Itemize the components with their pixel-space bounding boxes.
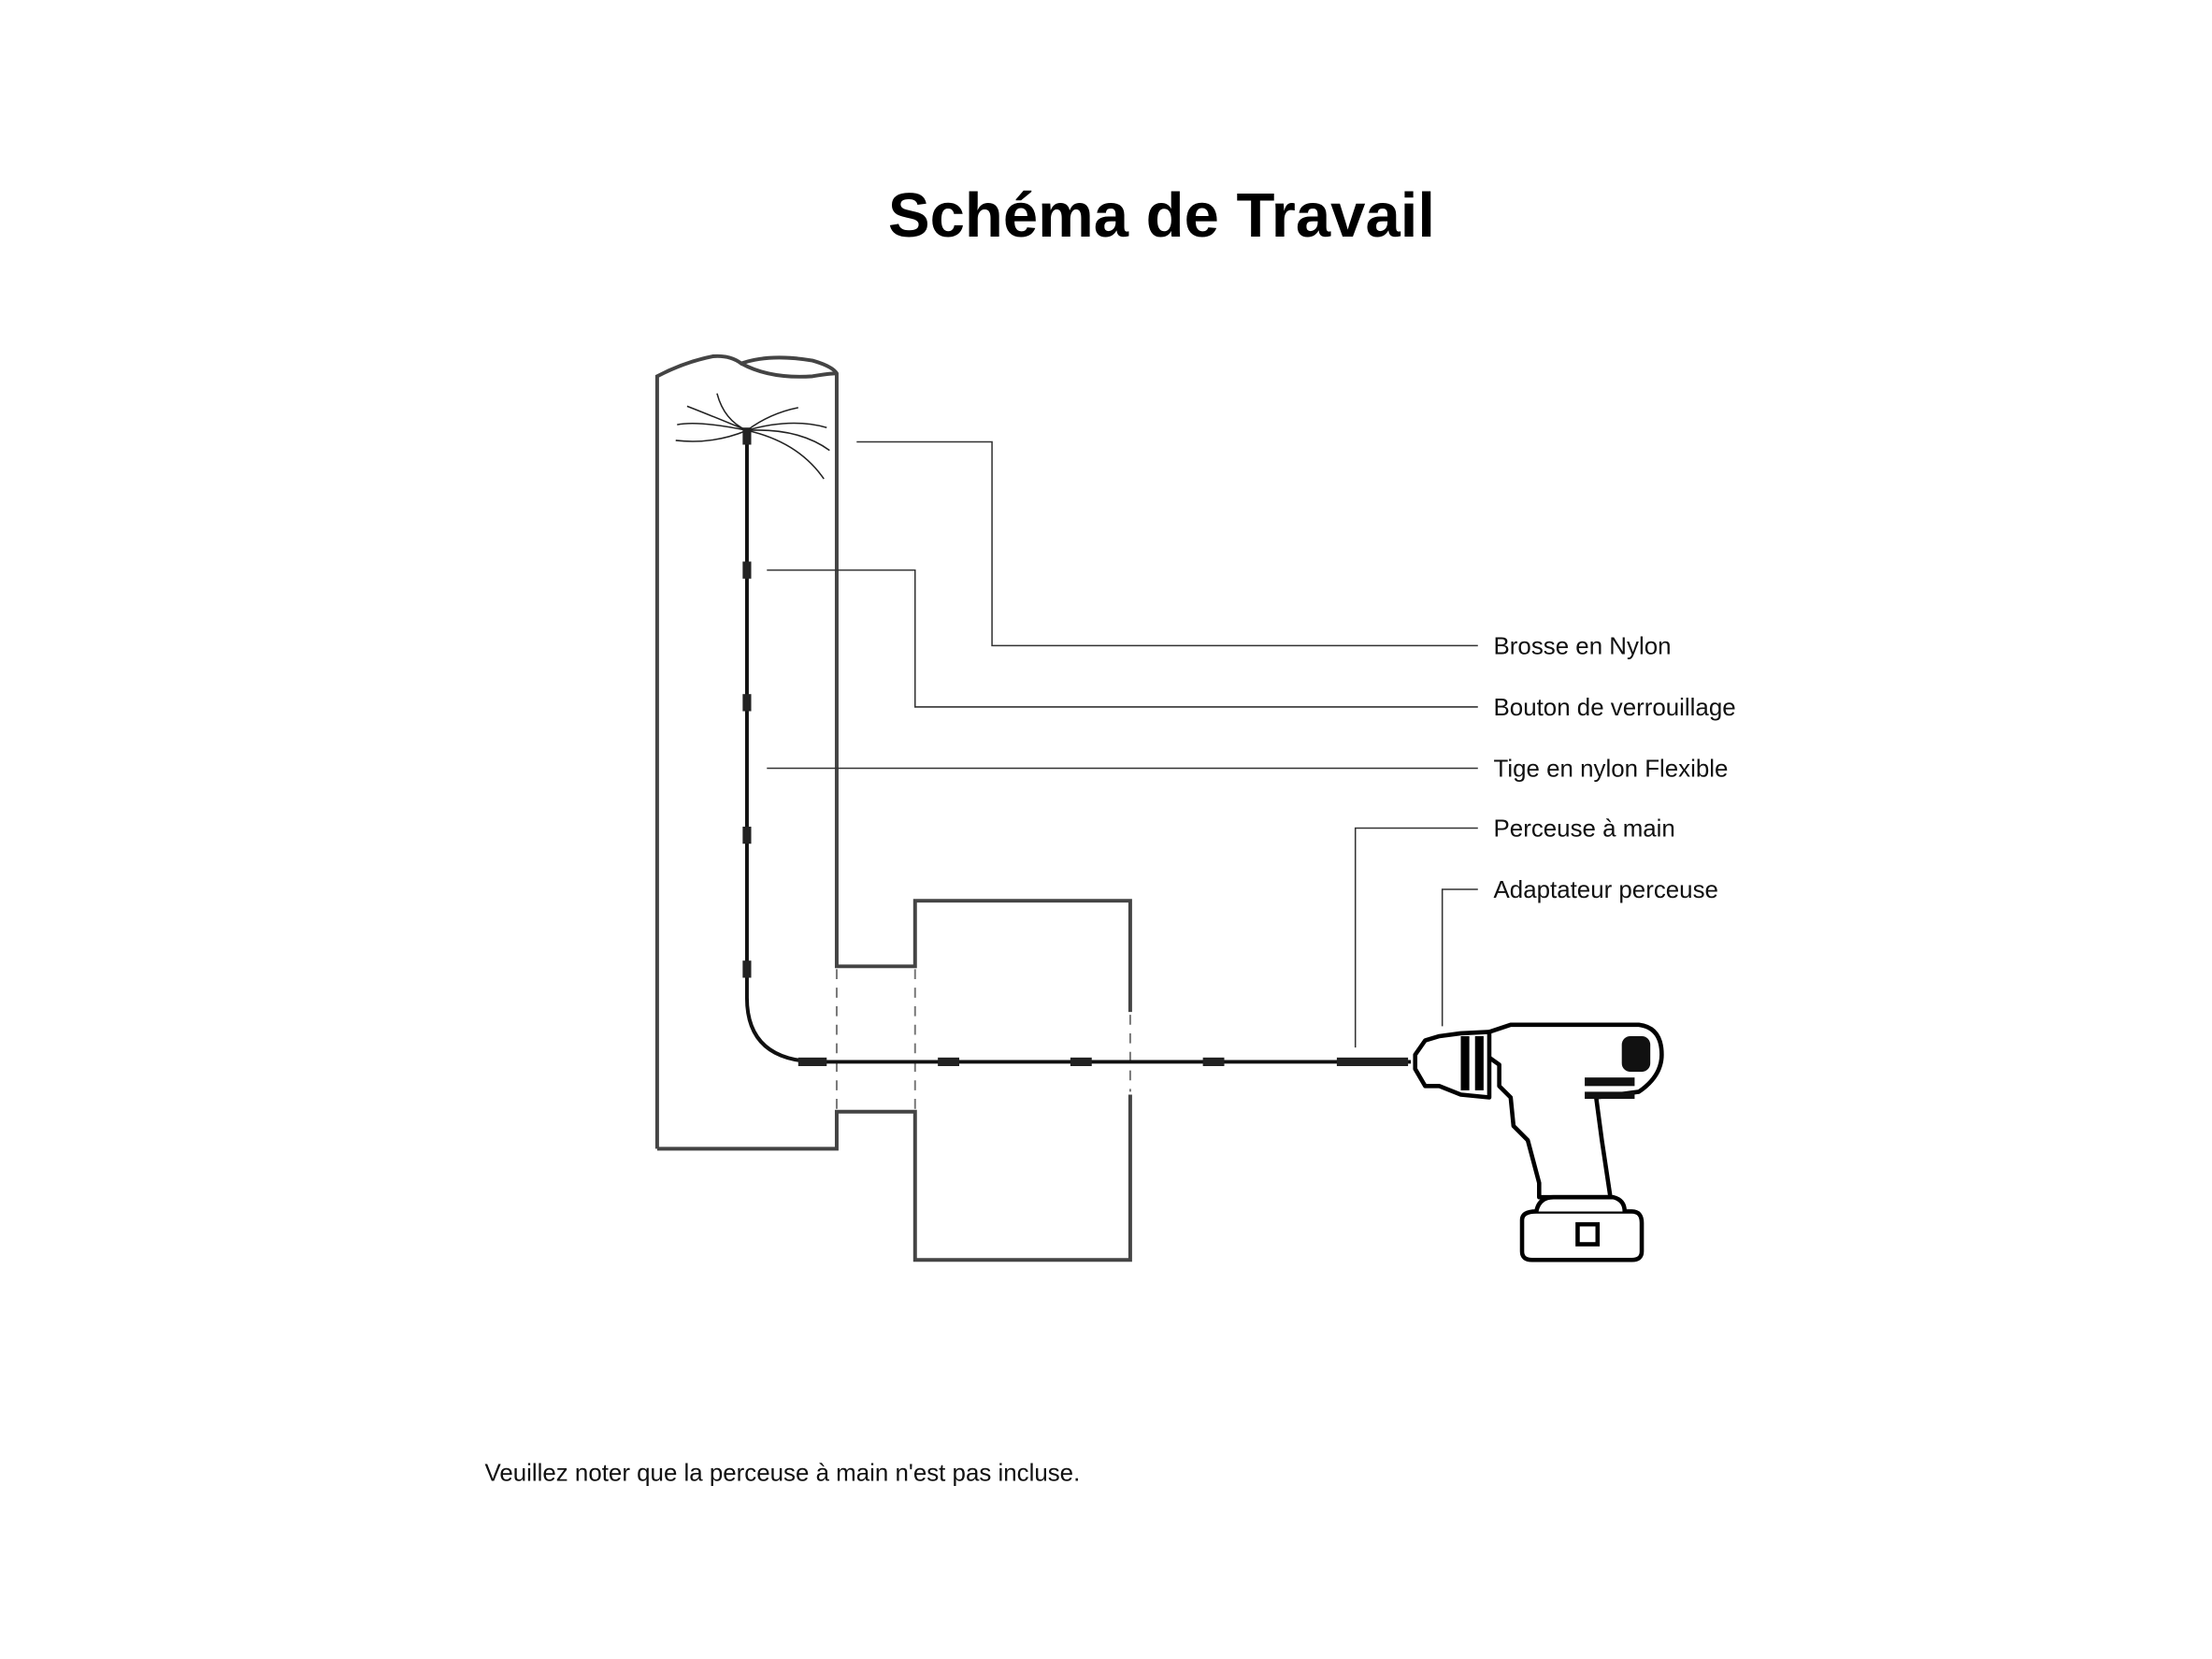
lock-button — [742, 561, 752, 579]
label-nylon-brush: Brosse en Nylon — [1494, 634, 1672, 660]
nylon-brush — [675, 393, 830, 480]
footnote: Veuillez noter que la perceuse à main n'… — [485, 1460, 1081, 1486]
leader-lines — [767, 440, 1478, 1048]
chimney-pipe — [654, 353, 1132, 1262]
label-lock-button: Bouton de verrouillage — [1494, 695, 1736, 721]
diagram-title: Schéma de Travail — [888, 180, 1435, 251]
label-drill-adapter: Adaptateur perceuse — [1494, 877, 1718, 903]
label-hand-drill: Perceuse à main — [1494, 816, 1675, 843]
label-flexible-rod: Tige en nylon Flexible — [1494, 757, 1729, 783]
drill-adapter — [1336, 1057, 1409, 1066]
hand-drill — [1413, 1022, 1664, 1262]
flexible-rod — [742, 427, 1412, 1066]
